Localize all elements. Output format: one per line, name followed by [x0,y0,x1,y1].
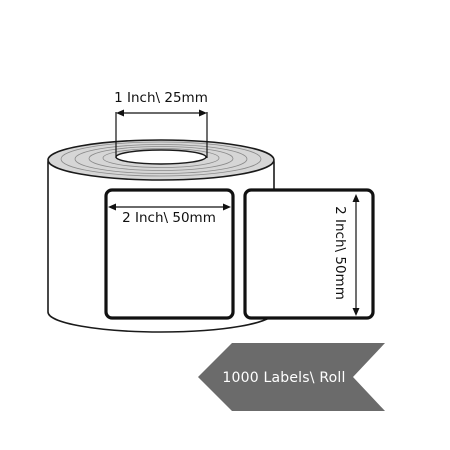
roll-count-label: 1000 Labels\ Roll [222,370,345,386]
ribbon-shape [198,343,385,411]
roll-winding-rings [60,141,262,177]
core-dimension: 1 Inch\ 25mm [114,90,208,158]
label-right [243,188,375,320]
label-height-dimension: 2 Inch\ 50mm [332,194,360,316]
label-height-text: 2 Inch\ 50mm [332,206,348,300]
core-dimension-label: 1 Inch\ 25mm [114,90,208,106]
label-left [104,188,235,320]
quantity-ribbon: 1000 Labels\ Roll [198,343,385,411]
roll-core-hole [115,149,207,165]
label-width-text: 2 Inch\ 50mm [122,210,216,226]
label-width-dimension: 2 Inch\ 50mm [108,203,231,226]
